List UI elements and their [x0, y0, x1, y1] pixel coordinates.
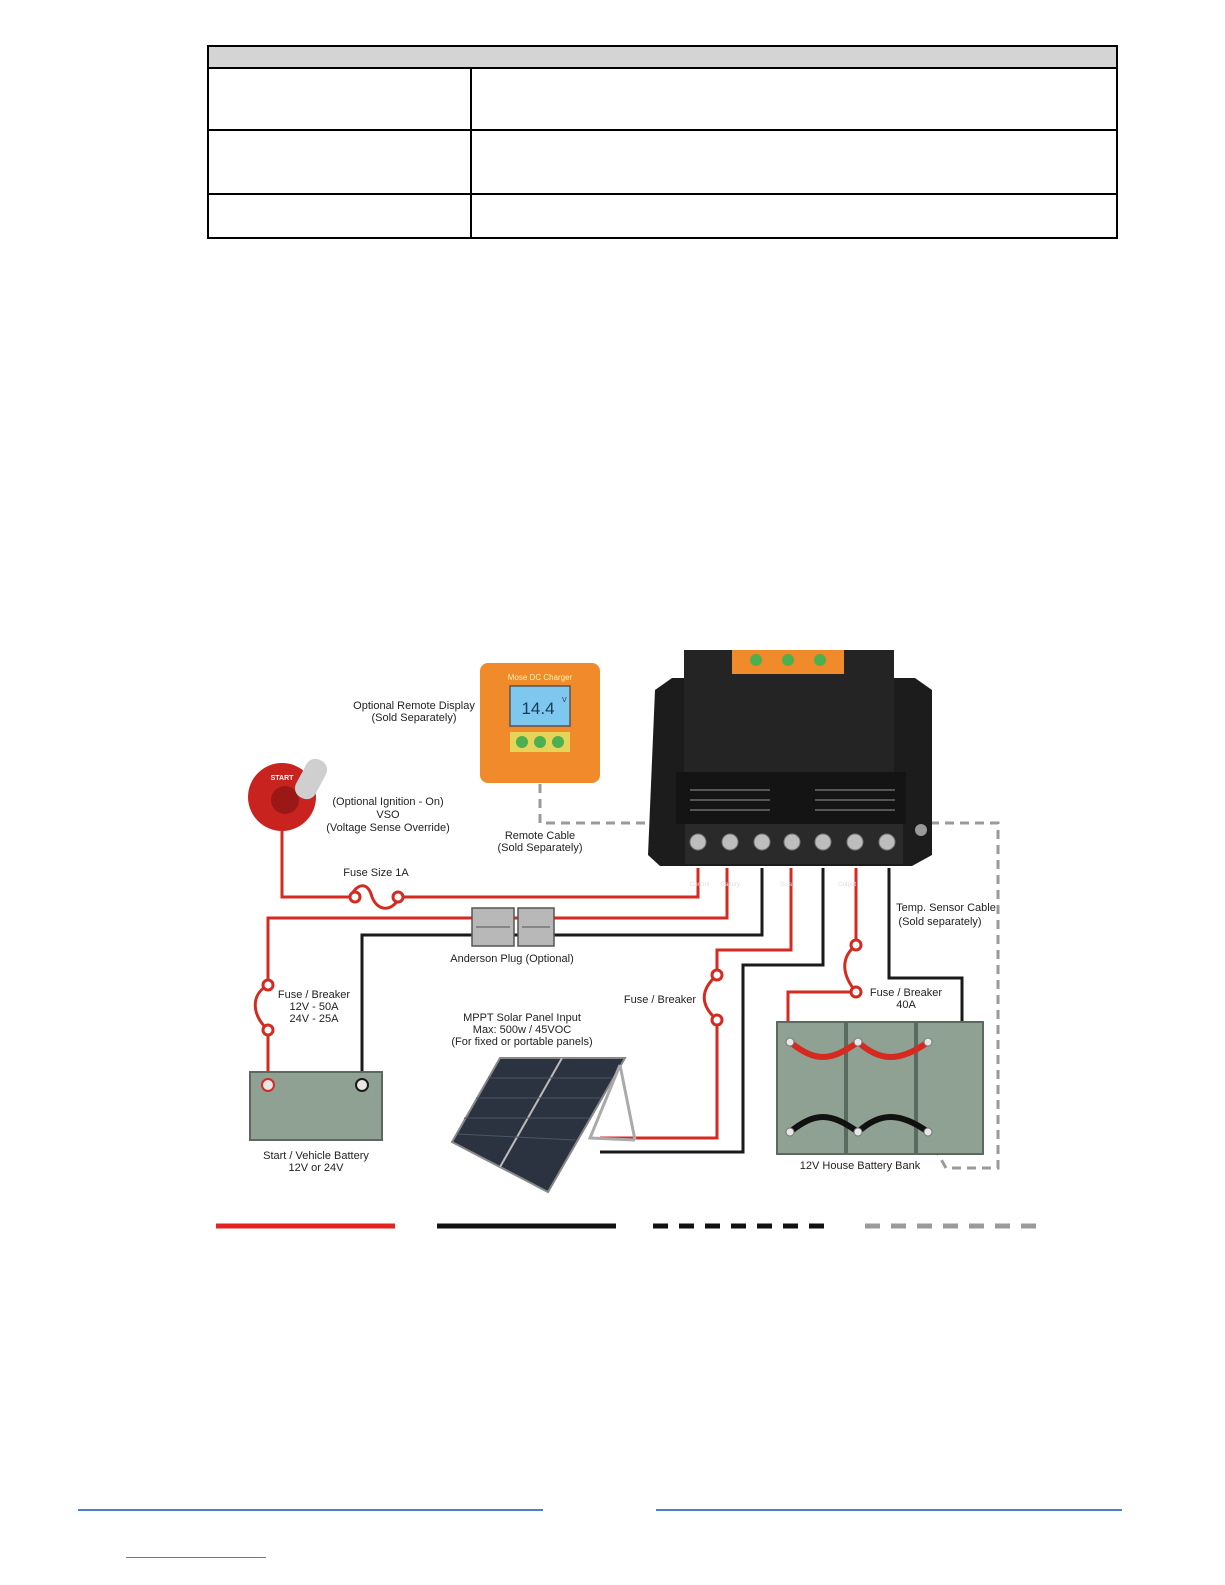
- start-battery-positive-wire: [253, 868, 729, 1082]
- remote-cable: [538, 784, 690, 825]
- terminal-label-control: Control: [690, 882, 709, 888]
- table-row: [207, 193, 1118, 239]
- footer-rule-left: [78, 1509, 543, 1511]
- remote-display-unit: V: [562, 697, 567, 704]
- solar-fuse-label: Fuse / Breaker: [624, 994, 696, 1006]
- table-cell-value: [470, 129, 1118, 195]
- solar-label-2: Max: 500w / 45VOC: [473, 1024, 571, 1036]
- anderson-plug: [471, 907, 555, 947]
- ignition-label-1: (Optional Ignition - On): [332, 796, 443, 808]
- fuse-markers: [261, 890, 863, 1037]
- house-battery-bank: [776, 1021, 984, 1155]
- anderson-plug-label: Anderson Plug (Optional): [450, 953, 574, 965]
- start-battery-label-1: Start / Vehicle Battery: [263, 1150, 369, 1162]
- table-cell-label: [207, 67, 472, 131]
- house-bank-label: 12V House Battery Bank: [800, 1160, 921, 1172]
- start-fuse-label-3: 24V - 25A: [290, 1013, 340, 1025]
- spec-table: [207, 45, 1118, 239]
- terminal-label-solar: Solar: [780, 882, 794, 888]
- ignition-label-3: (Voltage Sense Override): [326, 822, 450, 834]
- remote-cable-label-2: (Sold Separately): [498, 842, 583, 854]
- table-row: [207, 67, 1118, 131]
- ignition-label-2: VSO: [376, 809, 400, 821]
- fuse-1a-label: Fuse Size 1A: [343, 867, 409, 879]
- table-cell-value: [470, 193, 1118, 239]
- remote-display-label-1: Optional Remote Display: [353, 700, 475, 712]
- footer-rule-right: [656, 1509, 1122, 1511]
- ignition-key-switch: START: [248, 758, 328, 831]
- ignition-key-text: START: [271, 775, 295, 782]
- temp-sensor-cable: [915, 821, 1000, 1170]
- terminal-label-battery: Battery: [721, 882, 740, 888]
- remote-display-label-2: (Sold Separately): [372, 712, 457, 724]
- table-cell-value: [470, 67, 1118, 131]
- start-fuse-label-1: Fuse / Breaker: [278, 989, 350, 1001]
- footer-link-underline[interactable]: [126, 1557, 266, 1558]
- start-battery-negative-wire: [360, 868, 764, 1082]
- remote-display: Mose DC Charger 14.4 V: [480, 663, 600, 783]
- solar-negative-wire: [600, 868, 825, 1154]
- start-battery-label-2: 12V or 24V: [288, 1162, 344, 1174]
- dc-charger-unit: Control Battery Solar Output: [648, 650, 932, 888]
- solar-panel: [450, 1057, 637, 1194]
- terminal-label-output: Output: [838, 882, 856, 888]
- table-row: [207, 129, 1118, 195]
- house-fuse-label-2: 40A: [896, 999, 916, 1011]
- remote-display-brand: Mose DC Charger: [508, 673, 573, 682]
- start-vehicle-battery: [249, 1071, 383, 1141]
- house-fuse-label-1: Fuse / Breaker: [870, 987, 942, 999]
- temp-sensor-label-1: Temp. Sensor Cable: [896, 902, 996, 914]
- solar-label-1: MPPT Solar Panel Input: [463, 1012, 581, 1024]
- table-cell-label: [207, 129, 472, 195]
- table-header: [207, 45, 1118, 69]
- solar-label-3: (For fixed or portable panels): [451, 1036, 592, 1048]
- start-fuse-label-2: 12V - 50A: [290, 1001, 340, 1013]
- remote-cable-label-1: Remote Cable: [505, 830, 575, 842]
- table-cell-label: [207, 193, 472, 239]
- remote-display-reading: 14.4: [521, 699, 554, 718]
- temp-sensor-label-2: (Sold separately): [898, 916, 981, 928]
